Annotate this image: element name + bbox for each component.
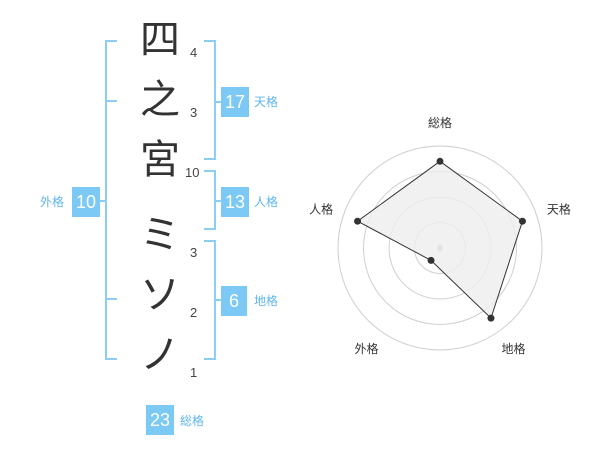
bracket-tenkaku-vertical	[214, 40, 216, 160]
radar-point	[354, 217, 362, 225]
bracket-chikaku-bottom	[204, 358, 215, 360]
bracket-tenkaku-bottom	[204, 158, 215, 160]
chikaku-badge: 6	[221, 286, 247, 316]
radar-point	[487, 314, 495, 322]
name-char: 四	[140, 17, 180, 63]
stroke-count: 4	[190, 45, 198, 60]
radar-point	[436, 157, 444, 165]
tenkaku-label: 天格	[254, 95, 279, 109]
stroke-count: 2	[190, 305, 198, 320]
stroke-count: 10	[185, 165, 200, 180]
radar-point	[427, 256, 435, 264]
bracket-jinkaku-connector	[215, 200, 223, 202]
stroke-count: 1	[190, 365, 198, 380]
radar-axis-label: 総格	[428, 115, 452, 130]
name-char: ノ	[140, 332, 180, 378]
jinkaku-label: 人格	[254, 195, 279, 209]
stroke-count: 3	[190, 245, 198, 260]
bracket-outer-left-mid2	[105, 298, 117, 300]
tenkaku-badge: 17	[221, 87, 249, 117]
name-char: 之	[140, 77, 180, 123]
name-char: ミ	[140, 212, 180, 258]
name-char: ソ	[140, 272, 180, 318]
bracket-jinkaku-bottom	[204, 228, 215, 230]
bracket-tenkaku-top	[204, 40, 215, 42]
radar-axis-label: 天格	[547, 201, 571, 216]
stroke-count: 3	[190, 105, 198, 120]
radar-point	[518, 217, 526, 225]
bracket-chikaku-connector	[215, 299, 223, 301]
bracket-tenkaku-connector	[215, 101, 223, 103]
bracket-outer-left-bottom	[105, 358, 117, 360]
name-char: 宮	[140, 137, 180, 183]
bracket-chikaku-top	[204, 240, 215, 242]
radar-axis-label: 外格	[355, 341, 379, 356]
gaikaku-badge: 10	[72, 187, 100, 217]
jinkaku-badge: 13	[221, 187, 249, 217]
soukaku-badge: 23	[146, 405, 174, 435]
bracket-outer-left-mid1	[105, 100, 117, 102]
gaikaku-label: 外格	[40, 195, 65, 209]
radar-polygon	[356, 160, 524, 320]
bracket-jinkaku-top	[204, 170, 215, 172]
bracket-outer-left-top	[105, 40, 117, 42]
radar-points	[354, 157, 526, 322]
soukaku-label: 総格	[180, 414, 205, 428]
radar-axis-label: 地格	[501, 341, 525, 356]
radar-axis-label: 人格	[309, 201, 333, 216]
bracket-outer-left-vertical	[105, 40, 107, 360]
chikaku-label: 地格	[254, 294, 279, 308]
bracket-gaikaku-connector	[100, 200, 106, 202]
